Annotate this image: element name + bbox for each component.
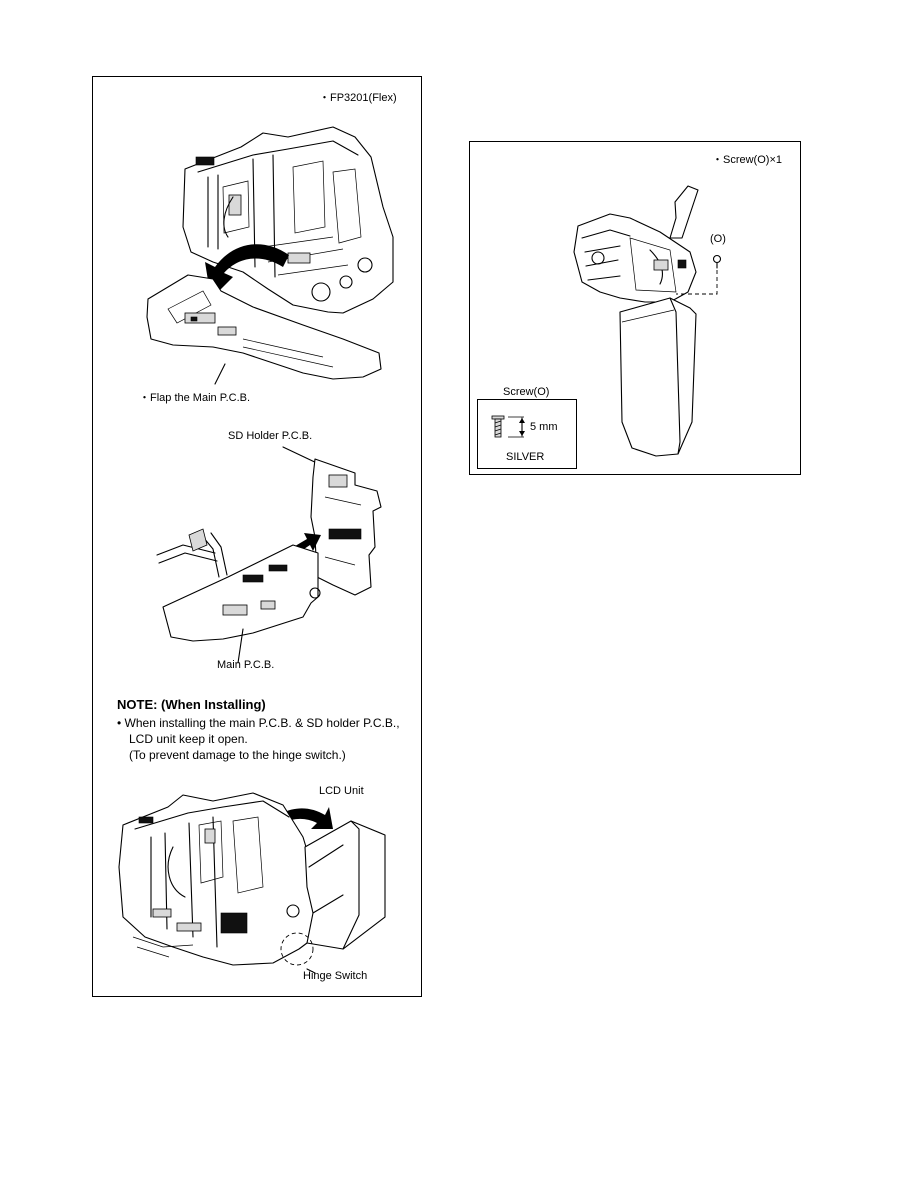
note-line-3: (To prevent damage to the hinge switch.) <box>129 748 346 762</box>
lcd-open-illustration <box>118 792 386 974</box>
note-title: NOTE: (When Installing) <box>117 697 266 712</box>
flap-main-pcb-label: ・Flap the Main P.C.B. <box>139 392 251 404</box>
screw-color-label: SILVER <box>506 451 545 463</box>
sd-holder-pcb-label: SD Holder P.C.B. <box>228 430 313 442</box>
left-procedure-panel: ・FP3201(Flex) ・Flap the Main P.C.B. SD H… <box>92 76 422 997</box>
screw-spec-box: 5 mm SILVER <box>477 399 577 469</box>
lcd-unit-label: LCD Unit <box>319 785 364 797</box>
screw-count-label: ・Screw(O)×1 <box>712 154 782 166</box>
right-procedure-panel: ・Screw(O)×1 (O) Screw(O) 5 mm S <box>469 141 801 475</box>
flex-label: ・FP3201(Flex) <box>319 92 397 104</box>
flap-main-pcb-illustration <box>146 126 394 385</box>
main-pcb-label: Main P.C.B. <box>217 659 275 671</box>
note-line-1: • When installing the main P.C.B. & SD h… <box>117 716 400 730</box>
lcd-unit-screw-illustration <box>573 185 722 457</box>
hinge-switch-label: Hinge Switch <box>303 970 368 982</box>
screw-icon <box>491 415 525 438</box>
screw-length-label: 5 mm <box>530 421 558 433</box>
screw-box-title: Screw(O) <box>503 386 550 398</box>
screw-callout-label: (O) <box>710 233 726 245</box>
note-line-2: LCD unit keep it open. <box>129 732 248 746</box>
sd-holder-install-illustration <box>156 446 382 664</box>
